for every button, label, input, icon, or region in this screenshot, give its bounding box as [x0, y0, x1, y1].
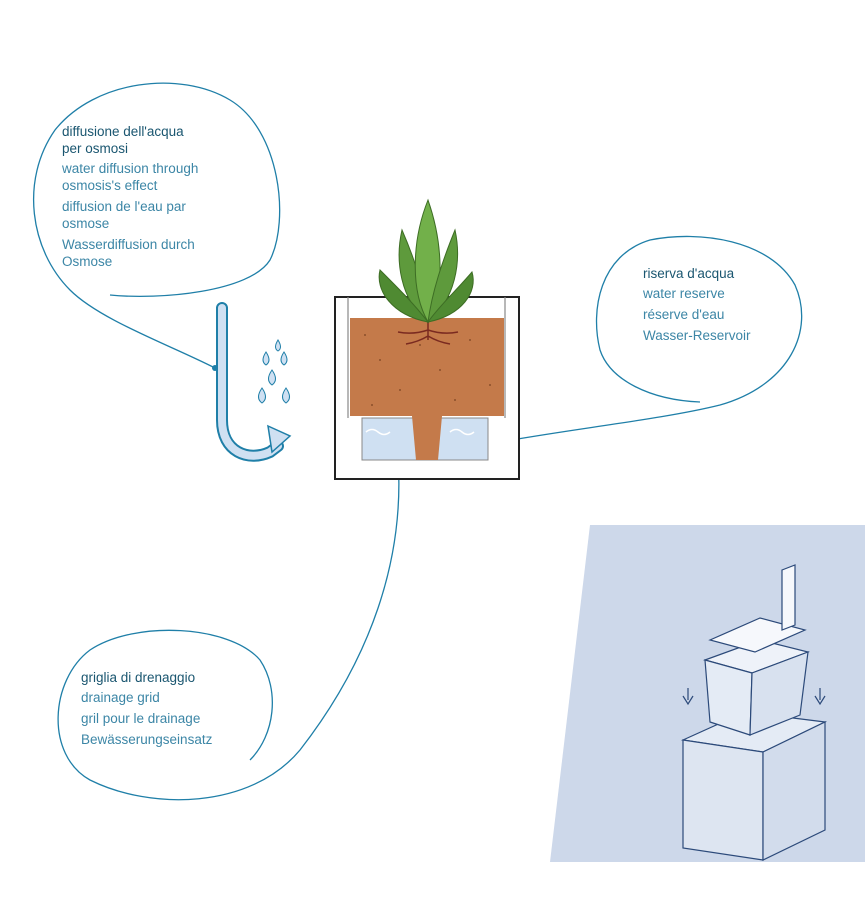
label-osmosis-en: water diffusion through osmosis's effect [62, 161, 199, 193]
label-osmosis-fr: diffusion de l'eau par osmose [62, 199, 186, 231]
bubble-reserve [477, 235, 803, 447]
water-drops-icon [258, 339, 290, 404]
label-reserve-fr: réserve d'eau [643, 307, 725, 322]
roots [397, 322, 459, 345]
soil [350, 318, 504, 416]
label-reserve-de: Wasser-Reservoir [643, 328, 751, 343]
label-reserve-en: water reserve [643, 286, 725, 301]
label-osmosis-de: Wasserdiffusion durch Osmose [62, 237, 195, 269]
water-surface [365, 428, 475, 436]
assembly-illustration [680, 564, 828, 861]
plant [378, 198, 474, 324]
soil-wick [412, 416, 442, 460]
bubble-osmosis [32, 82, 281, 369]
soil-specks [364, 334, 491, 406]
label-grid-title: griglia di drenaggio [81, 670, 196, 685]
label-reserve: riserva d'acqua water reserve réserve d'… [643, 265, 793, 348]
bubble-grid [57, 457, 400, 801]
label-grid-fr: gril pour le drainage [81, 711, 201, 726]
label-osmosis-title: diffusione dell'acqua per osmosi [62, 124, 184, 156]
label-osmosis: diffusione dell'acqua per osmosi water d… [62, 123, 237, 274]
label-reserve-title: riserva d'acqua [643, 266, 735, 281]
osmosis-arrow-icon [267, 424, 292, 454]
label-grid-en: drainage grid [81, 690, 160, 705]
label-grid: griglia di drenaggio drainage grid gril … [81, 669, 251, 752]
osmosis-pipe-inner [218, 304, 282, 460]
label-grid-de: Bewässerungseinsatz [81, 732, 213, 747]
